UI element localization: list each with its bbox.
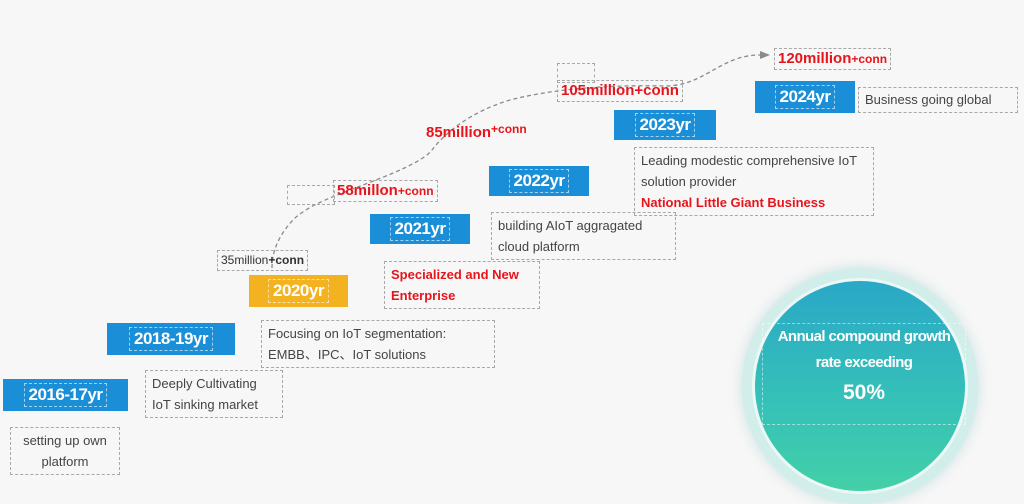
milestone-85m: 85million+conn xyxy=(422,122,531,144)
desc-2022: building AIoT aggragated cloud platform xyxy=(491,212,676,260)
milestone-35m: 35million+conn xyxy=(217,250,309,271)
desc-2022-line2: cloud platform xyxy=(498,239,580,254)
desc-2018-line1: Deeply Cultivating xyxy=(152,376,257,391)
year-2022-box: 2022yr xyxy=(489,166,589,196)
year-2018-label: 2018-19yr xyxy=(129,327,213,351)
milestone-58m-value: 58millon xyxy=(337,182,398,199)
year-2022-label: 2022yr xyxy=(508,169,570,193)
year-2023-label: 2023yr xyxy=(634,113,696,137)
milestone-105m-value: 105million+conn xyxy=(561,82,679,99)
desc-2021-line1: Specialized and New xyxy=(391,267,519,282)
desc-2023-line3: National Little Giant Business xyxy=(641,195,826,210)
desc-2021: Specialized and New Enterprise xyxy=(384,261,540,309)
desc-2020-line1: Focusing on IoT segmentation: xyxy=(268,326,447,341)
desc-2018: Deeply Cultivating IoT sinking market xyxy=(145,370,283,418)
year-2023-box: 2023yr xyxy=(614,110,716,140)
desc-2023: Leading modestic comprehensive IoT solut… xyxy=(634,147,874,216)
desc-2016-line2: platform xyxy=(41,454,89,469)
growth-percent: 50% xyxy=(842,381,886,404)
growth-circle xyxy=(752,278,968,494)
milestone-120m-value: 120million xyxy=(778,50,852,67)
milestone-35m-suffix: +conn xyxy=(268,253,305,267)
year-2024-label: 2024yr xyxy=(774,85,836,109)
year-2016-label: 2016-17yr xyxy=(23,383,108,407)
desc-2024-line1: Business going global xyxy=(865,92,992,107)
milestone-105m: 105million+conn xyxy=(557,80,683,102)
growth-rate-text: Annual compound growth rate exceeding 50… xyxy=(762,323,966,425)
milestone-58m: 58millon+conn xyxy=(333,180,438,202)
desc-2023-line1: Leading modestic comprehensive IoT xyxy=(641,153,858,168)
placeholder-box-58 xyxy=(287,185,335,205)
year-2020-box: 2020yr xyxy=(249,275,348,307)
milestone-120m: 120million+conn xyxy=(774,48,892,70)
year-2021-label: 2021yr xyxy=(389,217,451,241)
milestone-120m-suffix: +conn xyxy=(851,52,888,66)
desc-2020: Focusing on IoT segmentation: EMBB、IPC、I… xyxy=(261,320,495,368)
placeholder-box-105 xyxy=(557,63,595,83)
year-2016-box: 2016-17yr xyxy=(3,379,128,411)
year-2020-label: 2020yr xyxy=(268,279,329,303)
year-2018-box: 2018-19yr xyxy=(107,323,235,355)
milestone-85m-value: 85million xyxy=(426,124,492,141)
desc-2023-line2: solution provider xyxy=(641,174,737,189)
growth-line2: rate exceeding xyxy=(815,354,913,371)
milestone-58m-suffix: +conn xyxy=(397,184,434,198)
desc-2024: Business going global xyxy=(858,87,1018,113)
growth-line1: Annual compound growth xyxy=(777,328,951,345)
milestone-85m-suffix: +conn xyxy=(491,122,527,136)
desc-2018-line2: IoT sinking market xyxy=(152,397,258,412)
milestone-35m-value: 35million xyxy=(221,253,269,267)
desc-2020-line2: EMBB、IPC、IoT solutions xyxy=(268,347,426,362)
desc-2021-line2: Enterprise xyxy=(391,288,456,303)
year-2021-box: 2021yr xyxy=(370,214,470,244)
desc-2022-line1: building AIoT aggragated xyxy=(498,218,643,233)
year-2024-box: 2024yr xyxy=(755,81,855,113)
desc-2016-line1: setting up own xyxy=(23,433,107,448)
desc-2016: setting up own platform xyxy=(10,427,120,475)
